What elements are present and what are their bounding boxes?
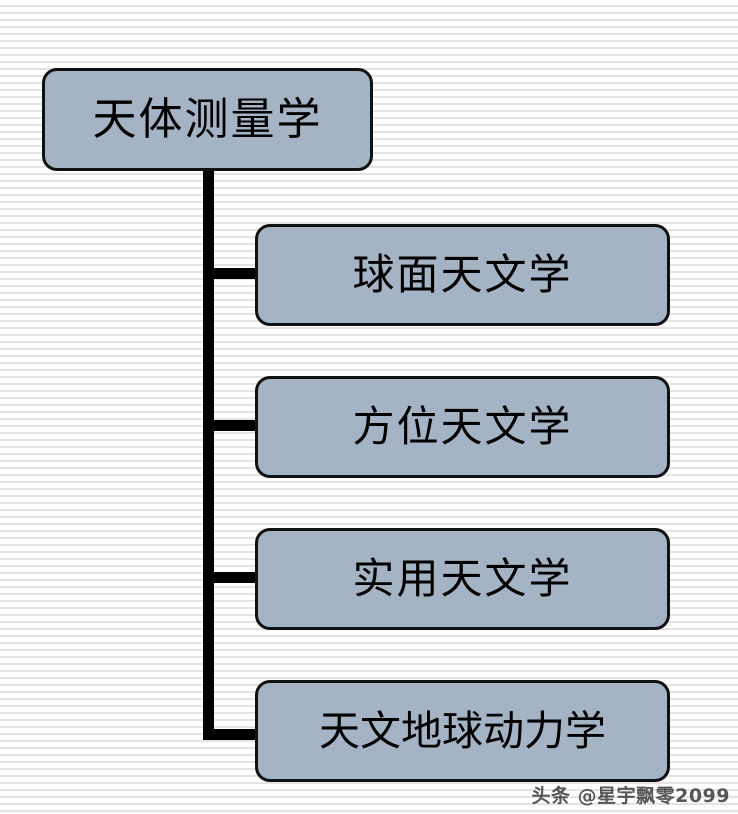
node-child-practical-astronomy[interactable]: 实用天文学: [255, 528, 670, 630]
node-child-label: 球面天文学: [352, 250, 573, 299]
node-root-label: 天体测量学: [92, 93, 323, 145]
branch-stub-2: [203, 420, 261, 431]
branch-stub-1: [203, 268, 261, 279]
node-root[interactable]: 天体测量学: [42, 68, 373, 171]
node-child-label: 实用天文学: [352, 554, 573, 603]
node-child-spherical-astronomy[interactable]: 球面天文学: [255, 224, 670, 326]
node-child-astro-geodynamics[interactable]: 天文地球动力学: [255, 680, 670, 782]
node-child-label: 方位天文学: [352, 402, 573, 451]
watermark: 头条 @星宇飘零2099: [531, 785, 730, 807]
branch-stub-3: [203, 572, 261, 583]
node-child-positional-astronomy[interactable]: 方位天文学: [255, 376, 670, 478]
trunk-line: [203, 168, 214, 740]
node-child-label: 天文地球动力学: [319, 706, 606, 755]
branch-stub-4: [203, 729, 261, 740]
